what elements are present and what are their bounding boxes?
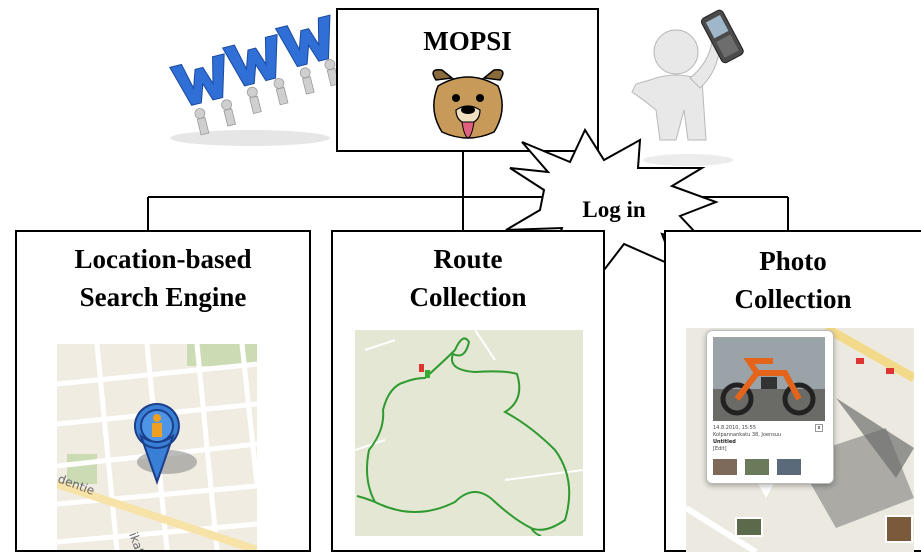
route-title-line1: Route [433,244,503,274]
dog-face-icon [432,68,504,139]
photo-title-line2: Collection [734,284,852,314]
photo-thumbnails [713,459,802,479]
route-map [355,330,583,536]
photo-popup-title: Untitled [713,439,736,445]
location-search-title-line1: Location-based [74,244,252,274]
thumbnail[interactable] [713,459,737,475]
photo-collection-box: Photo Collection 14.8.2010, 15:55 Kol [664,230,921,552]
motorbike-photo [713,337,825,421]
photo-title-line1: Photo [759,246,827,276]
location-search-title-line2: Search Engine [79,282,247,312]
thumbnail[interactable] [777,459,802,475]
photo-popup: 14.8.2010, 15:55 Kolpannankatu 38, Joens… [706,330,834,484]
close-icon[interactable]: x [815,424,823,432]
photo-map: 14.8.2010, 15:55 Kolpannankatu 38, Joens… [686,328,914,552]
mopsi-title: MOPSI [423,26,512,56]
location-search-box: Location-based Search Engine dentie ikat… [15,230,311,552]
photo-popup-address: Kolpannankatu 38, Joensuu [713,432,782,438]
mopsi-root-box: MOPSI [336,8,599,152]
route-title-line2: Collection [409,282,527,312]
location-map: dentie ikatu [57,344,257,550]
route-collection-box: Route Collection [331,230,605,552]
thumbnail[interactable] [745,459,770,475]
map-pin-icon: dentie ikatu [57,344,257,550]
login-label: Log in [582,197,646,222]
photo-popup-date: 14.8.2010, 15:55 [713,425,757,431]
route-map-icon [355,330,583,536]
photo-popup-edit[interactable]: [Edit] [713,446,727,452]
